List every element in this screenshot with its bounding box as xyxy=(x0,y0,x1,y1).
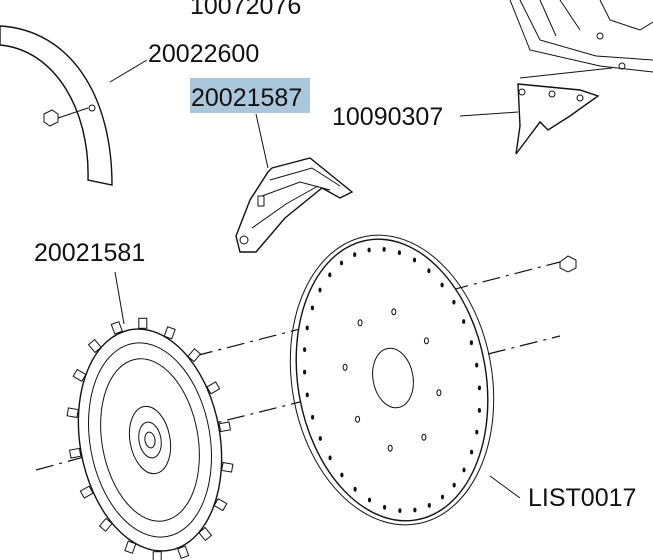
disc-hole xyxy=(427,503,431,508)
disc-hole xyxy=(328,272,332,278)
axis-line-lower-right xyxy=(487,335,561,355)
disc-hole xyxy=(440,494,445,500)
disc-mount-hole xyxy=(421,433,427,441)
disc-hole xyxy=(340,472,344,478)
disc-hole xyxy=(470,449,474,455)
disc-hole xyxy=(398,508,402,513)
disc-mount-hole xyxy=(342,363,348,371)
disc-mount-hole xyxy=(357,319,363,327)
leader-bracket xyxy=(255,113,269,169)
wheel-tooth xyxy=(110,321,123,335)
wheel-tooth xyxy=(163,326,176,340)
wheel-tooth xyxy=(177,545,190,559)
wheel-tooth xyxy=(124,540,137,554)
disc-hole xyxy=(462,467,466,473)
disc-hole xyxy=(427,268,431,274)
label-highlight-box xyxy=(190,78,310,113)
disc-hole xyxy=(412,257,417,263)
axis-line-upper xyxy=(194,261,561,357)
disc-hole xyxy=(452,299,456,305)
label-bracket[interactable]: 20021587 xyxy=(191,84,302,112)
disc-hole xyxy=(477,408,481,413)
disc-hole xyxy=(477,385,481,391)
scraper-part[interactable] xyxy=(515,83,600,155)
disc-mount-hole xyxy=(423,337,429,345)
shield-part[interactable] xyxy=(0,25,113,186)
axis-line-lower-mid xyxy=(194,401,301,429)
disc-hole xyxy=(367,247,371,253)
leader-shield xyxy=(109,59,148,83)
wheel-tooth xyxy=(98,517,113,532)
leader-hub xyxy=(114,271,125,325)
bracket-part[interactable] xyxy=(235,157,354,253)
disc-hole xyxy=(397,250,401,256)
disc-hole xyxy=(303,347,307,352)
disc-holes xyxy=(303,247,481,513)
disc-part[interactable] xyxy=(268,219,516,541)
wheel-teeth xyxy=(66,317,234,560)
disc-hole xyxy=(339,260,344,266)
wheel-tooth xyxy=(66,407,79,419)
disc-hole xyxy=(367,497,372,503)
disc-mount-hole xyxy=(387,444,393,452)
wheel-tooth xyxy=(221,461,234,473)
disc-mount-hole xyxy=(436,389,442,397)
housing-part xyxy=(509,0,653,79)
wheel-tooth xyxy=(218,421,231,433)
disc-hole xyxy=(469,340,473,346)
label-top-cut[interactable]: 10072076 xyxy=(190,0,301,20)
wheel-tooth xyxy=(152,551,162,560)
disc-hole xyxy=(475,362,479,368)
wheel-tooth xyxy=(69,447,82,459)
disc-hole xyxy=(440,282,444,288)
hub-wheel-part[interactable] xyxy=(62,317,239,560)
wheel-tooth xyxy=(87,338,102,354)
disc-hole xyxy=(475,429,479,435)
bolt-part[interactable] xyxy=(559,255,577,273)
label-hub[interactable]: 20021581 xyxy=(34,239,145,267)
wheel-tooth xyxy=(187,348,202,363)
disc-hole xyxy=(305,392,309,398)
wheel-tooth xyxy=(206,381,221,395)
label-shield[interactable]: 20022600 xyxy=(148,40,259,68)
disc-hole xyxy=(310,305,314,311)
wheel-tooth xyxy=(138,317,148,329)
label-disc[interactable]: LIST0017 xyxy=(528,484,636,512)
disc-hole xyxy=(318,436,322,441)
disc-hole xyxy=(303,369,307,375)
wheel-tooth xyxy=(198,526,213,542)
wheel-tooth xyxy=(213,497,228,512)
disc-hole xyxy=(452,482,456,488)
disc-mount-hole xyxy=(391,308,397,316)
disc-hole xyxy=(328,455,332,461)
disc-mount-hole xyxy=(355,415,361,423)
disc-hole xyxy=(305,325,309,331)
wheel-tooth xyxy=(72,368,87,383)
disc-hole xyxy=(318,287,322,293)
disc-hole xyxy=(413,507,417,513)
leader-scraper xyxy=(459,111,519,117)
disc-hole xyxy=(382,247,386,252)
disc-hole xyxy=(353,252,357,257)
disc-hole xyxy=(353,486,357,492)
disc-hole xyxy=(462,319,466,324)
label-scraper[interactable]: 10090307 xyxy=(332,103,443,131)
disc-hole xyxy=(311,414,315,420)
leader-disc xyxy=(489,475,521,499)
wheel-tooth xyxy=(79,485,94,499)
disc-hole xyxy=(383,504,387,510)
